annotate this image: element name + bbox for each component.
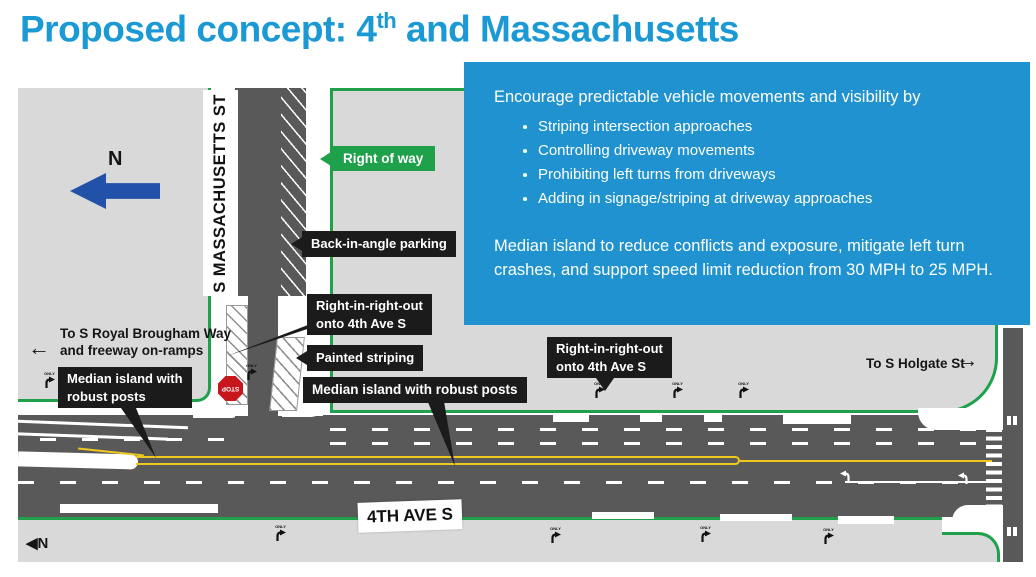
fourth-ave-pavement xyxy=(17,402,1004,527)
curb-marking xyxy=(783,415,851,424)
callout-median-center: Median island with robust posts xyxy=(303,377,527,404)
turn-arrow-icon xyxy=(701,530,711,542)
left-turn-arrow-marking xyxy=(840,470,851,483)
stop-sign-icon: STOP xyxy=(218,376,243,401)
turn-only-marking: ONLY xyxy=(738,382,749,399)
right-of-way-pointer xyxy=(320,152,331,166)
curb-marking xyxy=(640,415,662,422)
turn-arrow-icon xyxy=(595,386,605,398)
holgate-street-pavement xyxy=(1003,328,1023,562)
info-paragraph: Median island to reduce conflicts and ex… xyxy=(494,237,993,280)
title-superscript: th xyxy=(376,8,397,33)
turn-arrow-icon xyxy=(840,470,850,482)
double-yellow-center-line xyxy=(136,456,740,465)
info-bullet: Adding in signage/striping at driveway a… xyxy=(538,187,1000,211)
lane-line-dashed xyxy=(330,442,990,445)
callout-pointer xyxy=(296,351,307,365)
single-yellow-center-line xyxy=(740,460,992,462)
concept-info-panel: Encourage predictable vehicle movements … xyxy=(464,62,1030,325)
turn-arrow-icon xyxy=(673,386,683,398)
curb-marking xyxy=(704,415,722,422)
curb-tick xyxy=(1013,527,1017,536)
holgate-direction-label: To S Holgate St xyxy=(866,356,965,371)
curb-marking xyxy=(553,413,589,422)
callout-back-in-angle: Back-in-angle parking xyxy=(302,231,456,257)
turn-only-marking: ONLY xyxy=(823,528,834,545)
turn-arrow-icon xyxy=(276,529,286,541)
info-bullet: Striping intersection approaches xyxy=(538,115,1000,139)
south-sidewalk xyxy=(18,517,942,562)
curb-bulb xyxy=(952,505,1004,527)
lane-line-dashed xyxy=(40,438,230,441)
bottom-north-indicator: ◀N xyxy=(26,535,49,552)
title-text-after: and Massachusetts xyxy=(396,8,739,50)
west-arrow: ← xyxy=(28,335,50,360)
info-bullet: Controlling driveway movements xyxy=(538,139,1000,163)
title-text: Proposed concept: 4 xyxy=(20,8,377,50)
curb-tick xyxy=(1013,416,1017,425)
turn-arrow-icon xyxy=(45,376,55,388)
turn-arrow-icon xyxy=(739,386,749,398)
curb-marking xyxy=(60,504,218,513)
callout-rirro-east: Right-in-right-out onto 4th Ave S xyxy=(547,337,672,379)
brougham-direction-label: To S Royal Brougham Way and freeway on-r… xyxy=(60,326,232,358)
merge-line xyxy=(18,419,188,430)
turn-only-marking: ONLY xyxy=(44,372,55,389)
crosswalk xyxy=(986,428,1002,512)
stop-sign-text: STOP xyxy=(221,385,240,392)
turn-only-marking: ONLY xyxy=(275,525,286,542)
curb-tick xyxy=(1007,416,1011,425)
curb-marking xyxy=(720,514,792,521)
fourth-ave-label: 4TH AVE S xyxy=(357,499,463,533)
north-label: N xyxy=(108,148,123,170)
curb-marking xyxy=(838,516,894,524)
turn-only-marking: ONLY xyxy=(550,527,561,544)
turn-only-marking: ONLY xyxy=(672,382,683,399)
east-arrow: → xyxy=(958,350,978,372)
lane-line-dashed xyxy=(18,481,983,484)
turn-arrow-icon xyxy=(824,532,834,544)
block-southeast-corner xyxy=(942,532,1000,562)
painted-median-nose xyxy=(17,451,139,470)
left-turn-arrow-marking xyxy=(958,472,969,485)
turn-only-marking: ONLY xyxy=(246,364,257,381)
turn-only-marking: ONLY xyxy=(700,526,711,543)
turn-pocket-line xyxy=(845,481,990,483)
info-bullet: Prohibiting left turns from driveways xyxy=(538,163,1000,187)
curb-tick xyxy=(1007,527,1011,536)
turn-only-marking: ONLY xyxy=(594,382,605,399)
massachusetts-street-label: S MASSACHUSETTS ST xyxy=(203,90,238,296)
right-of-way-label: Right of way xyxy=(331,146,436,171)
page-title: Proposed concept: 4th and Massachusetts xyxy=(20,8,739,50)
curb-marking xyxy=(592,512,654,519)
callout-rirro-west: Right-in-right-out onto 4th Ave S xyxy=(307,294,432,336)
curb-bulb xyxy=(918,408,1004,430)
turn-arrow-icon xyxy=(958,472,968,484)
massachusetts-street-name: S MASSACHUSETTS ST xyxy=(211,93,229,293)
lane-line-dashed xyxy=(330,428,990,431)
info-intro: Encourage predictable vehicle movements … xyxy=(494,88,921,106)
callout-pointer xyxy=(291,237,302,251)
info-bullet-list: Striping intersection approaches Control… xyxy=(538,115,1000,211)
callout-painted-striping: Painted striping xyxy=(307,345,424,371)
turn-arrow-icon xyxy=(551,531,561,543)
turn-arrow-icon xyxy=(247,368,257,380)
callout-median-west: Median island with robust posts xyxy=(58,367,192,409)
